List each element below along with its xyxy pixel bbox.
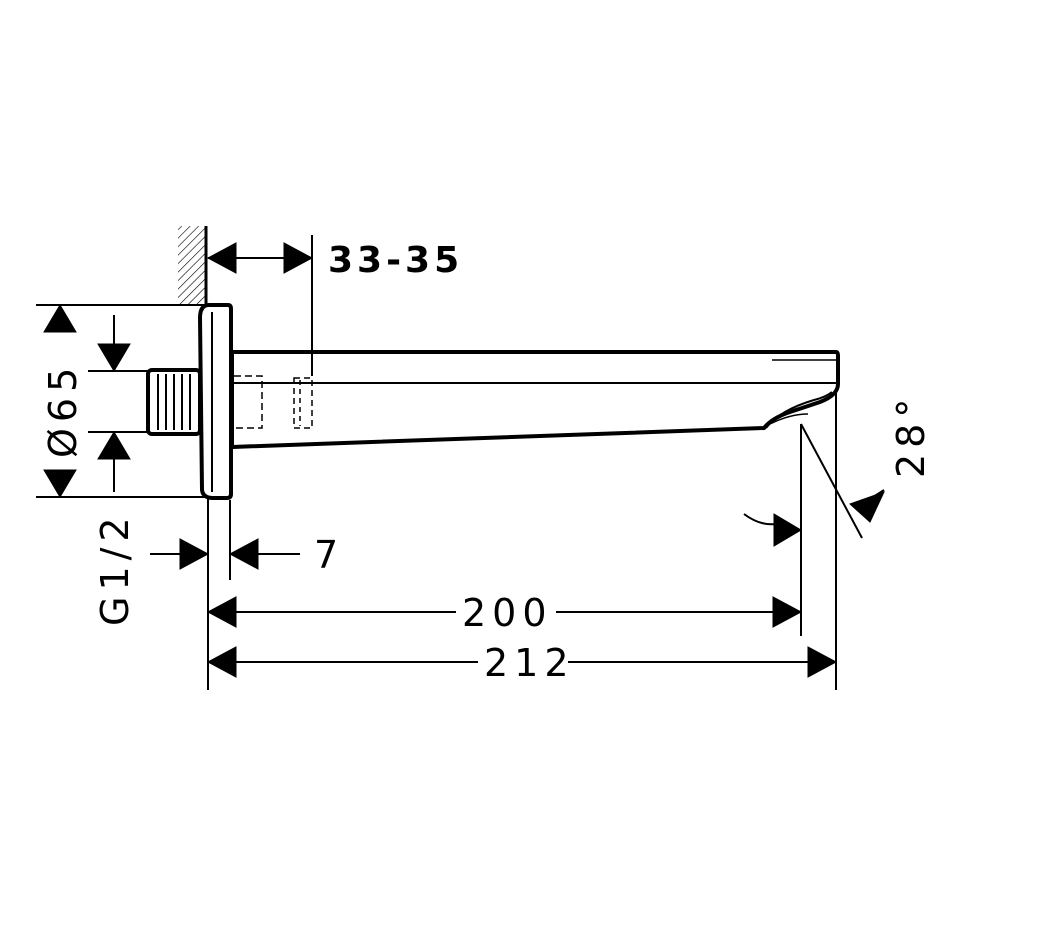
dimension-thread (88, 315, 148, 492)
offset-label: 7 (314, 533, 338, 577)
dimension-spout-angle (743, 423, 885, 547)
overall-length-label: 212 (484, 641, 575, 685)
rosette (197, 303, 233, 500)
dimension-outlet-length (206, 424, 803, 636)
thread-connector (146, 368, 202, 436)
dimension-offset (150, 497, 300, 690)
dimension-overall-length (206, 390, 838, 690)
wall-thickness-label: 33-35 (328, 240, 463, 281)
spout-angle-label: 28° (889, 393, 933, 478)
wall (178, 226, 208, 304)
rosette-diameter-label: Ø65 (41, 362, 85, 458)
spout (230, 350, 840, 450)
outlet-length-label: 200 (462, 591, 553, 635)
dimension-rosette-diameter (36, 304, 206, 498)
dimension-wall-thickness (206, 235, 314, 376)
thread-label: G1/2 (93, 511, 137, 626)
